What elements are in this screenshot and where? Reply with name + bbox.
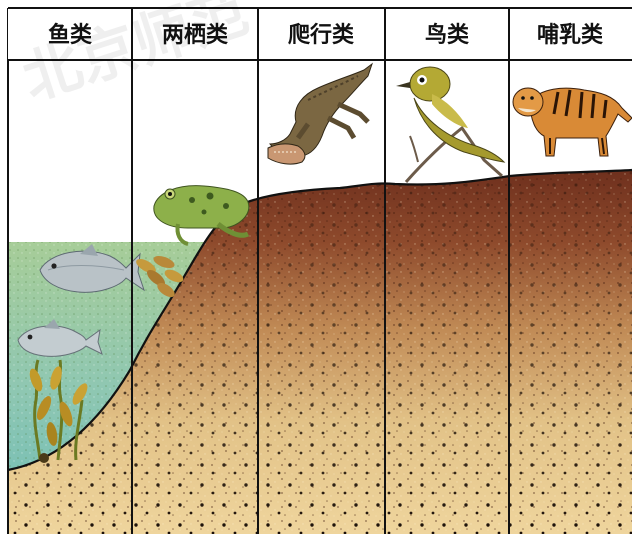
header-bird: 鸟类: [425, 22, 470, 48]
header-mammal: 哺乳类: [537, 22, 604, 48]
header-reptile: 爬行类: [288, 22, 355, 48]
